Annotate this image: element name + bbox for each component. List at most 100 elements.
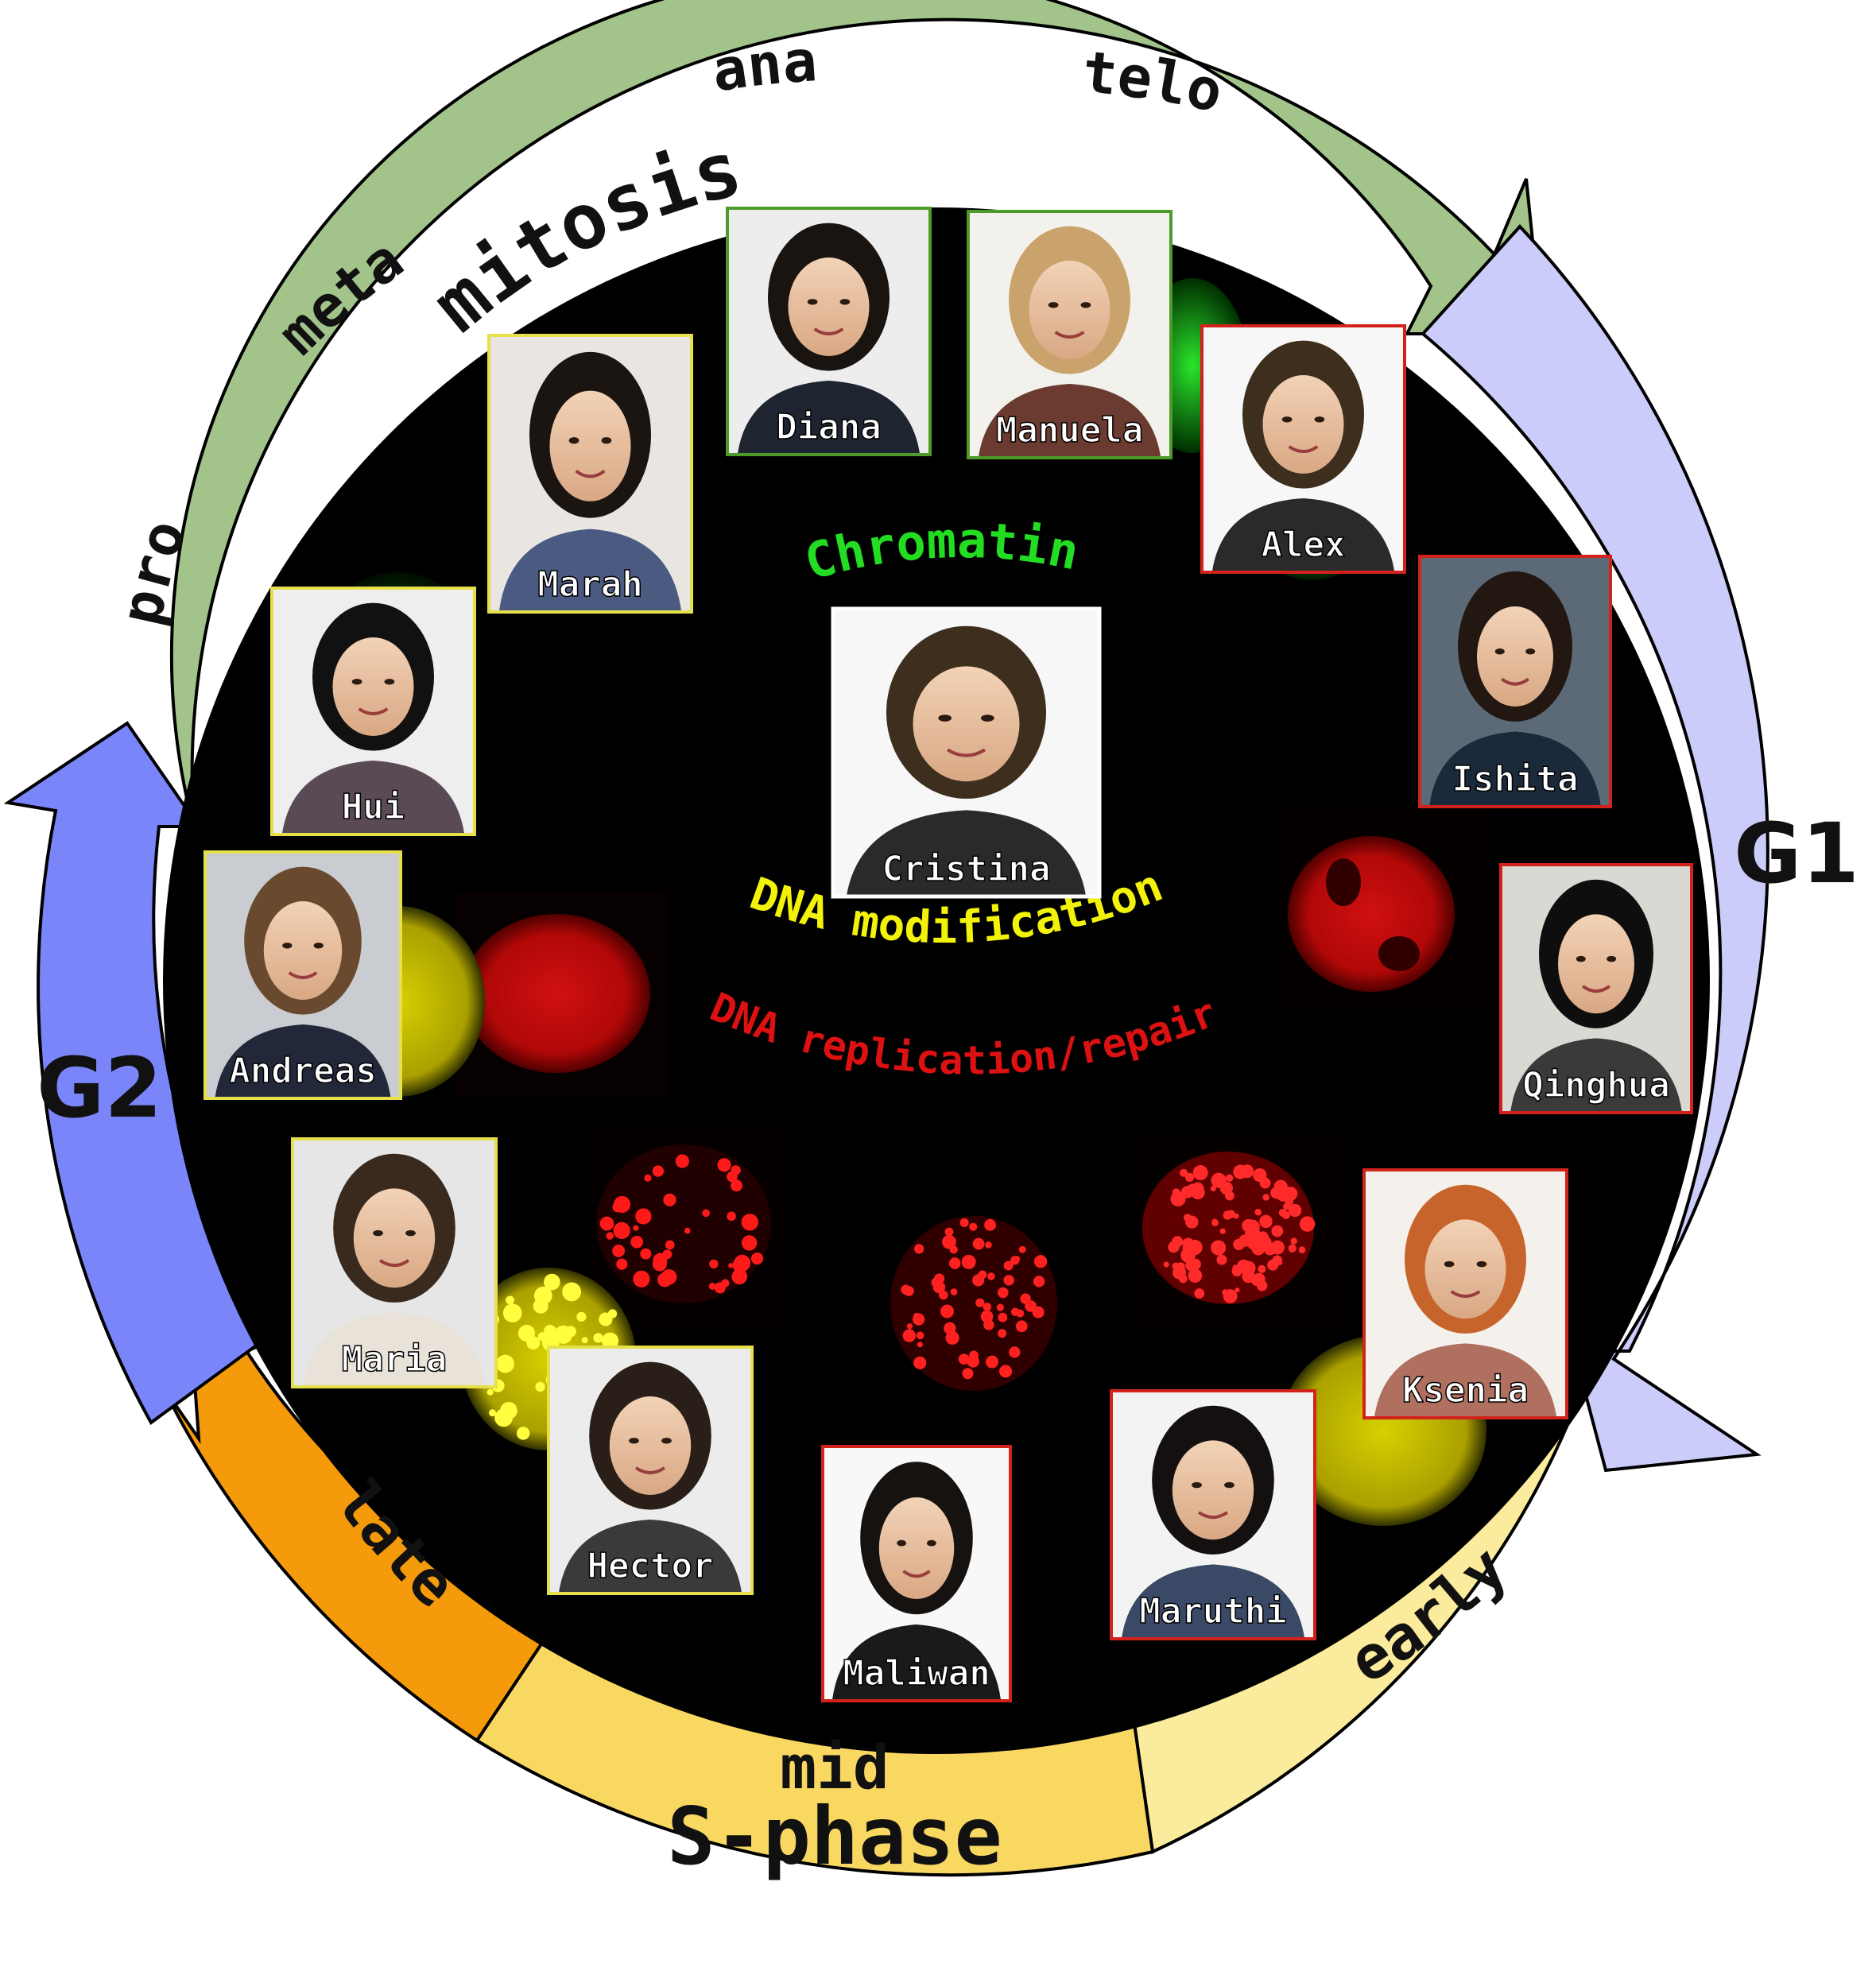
focus-dot xyxy=(916,1331,924,1340)
focus-dot xyxy=(1182,1237,1195,1250)
focus-dot xyxy=(1211,1240,1227,1256)
person-name: Maruthi xyxy=(1139,1591,1286,1632)
focus-dot xyxy=(1189,1258,1201,1270)
focus-dot xyxy=(1223,1289,1238,1303)
focus-dot xyxy=(731,1268,748,1285)
focus-dot xyxy=(932,1281,946,1294)
focus-dot xyxy=(1176,1262,1185,1271)
focus-dot xyxy=(1216,1254,1227,1265)
focus-dot xyxy=(652,1257,667,1272)
focus-dot xyxy=(985,1241,992,1249)
focus-dot xyxy=(644,1174,652,1182)
portrait-frame xyxy=(1200,324,1406,574)
focus-dot xyxy=(1232,1264,1238,1271)
focus-dot xyxy=(640,1248,652,1260)
person-name: Diana xyxy=(776,407,881,447)
focus-dot xyxy=(526,1336,541,1350)
focus-dot xyxy=(1033,1255,1048,1268)
portrait-frame xyxy=(831,606,1102,899)
focus-dot xyxy=(901,1284,911,1295)
focus-dot xyxy=(934,1273,945,1284)
focus-dot xyxy=(1238,1234,1251,1247)
focus-dot xyxy=(564,1326,576,1338)
focus-dot xyxy=(962,1368,974,1380)
focus-dot xyxy=(613,1222,630,1239)
portrait-andreas: Andreas xyxy=(203,850,402,1100)
portrait-frame xyxy=(291,1137,498,1388)
focus-dot xyxy=(1178,1274,1188,1284)
focus-dot xyxy=(488,1409,497,1417)
focus-dot xyxy=(984,1218,996,1231)
portrait-frame xyxy=(967,210,1172,459)
portrait-frame xyxy=(1418,555,1612,808)
focus-dot xyxy=(942,1234,956,1249)
focus-dot xyxy=(1170,1191,1186,1206)
focus-dot xyxy=(1219,1228,1226,1234)
focus-dot xyxy=(906,1323,913,1330)
focus-dot xyxy=(1253,1167,1267,1183)
portrait-frame xyxy=(1362,1168,1568,1419)
focus-dot xyxy=(606,1232,614,1240)
focus-dot xyxy=(633,1270,650,1288)
anaphase-label: ana xyxy=(707,27,819,104)
focus-dot xyxy=(913,1356,927,1369)
focus-dot xyxy=(613,1195,631,1214)
portrait-diana: Diana xyxy=(726,207,932,456)
person-name: Manuela xyxy=(996,410,1143,451)
focus-dot xyxy=(1224,1191,1235,1201)
focus-dot xyxy=(486,1388,494,1396)
red-nucleus xyxy=(463,914,650,1073)
focus-dot xyxy=(1210,1185,1216,1192)
portrait-frame xyxy=(203,850,402,1100)
focus-dot xyxy=(1190,1245,1200,1256)
portrait-frame xyxy=(270,587,476,836)
focus-dot xyxy=(1015,1320,1028,1333)
focus-dot xyxy=(1194,1288,1205,1299)
focus-dot xyxy=(662,1249,672,1260)
focus-dot xyxy=(721,1279,730,1288)
person-name: Maria xyxy=(342,1339,447,1380)
portrait-center: Cristina xyxy=(831,606,1102,899)
g1-label: G1 xyxy=(1734,805,1859,902)
person-name: Maliwan xyxy=(843,1653,990,1694)
focus-dot xyxy=(1184,1172,1195,1183)
focus-dot xyxy=(1253,1272,1266,1285)
portrait-hui: Hui xyxy=(270,587,476,836)
focus-dot xyxy=(961,1254,976,1269)
focus-dot xyxy=(1259,1214,1273,1229)
focus-dot xyxy=(601,1332,619,1349)
focus-dot xyxy=(502,1303,522,1323)
focus-dot xyxy=(544,1273,560,1291)
focus-dot xyxy=(998,1312,1008,1322)
person-name: Hector xyxy=(587,1546,714,1586)
focus-dot xyxy=(972,1237,985,1250)
focus-dot xyxy=(1254,1208,1262,1216)
focus-dot xyxy=(652,1165,665,1177)
focus-dot xyxy=(616,1258,628,1270)
focus-dot xyxy=(917,1342,923,1348)
focus-dot xyxy=(940,1304,954,1319)
focus-dot xyxy=(986,1355,998,1369)
mid-s-label: mid xyxy=(780,1732,889,1803)
focus-dot xyxy=(987,1272,995,1280)
focus-dot xyxy=(1290,1237,1297,1245)
focus-dot xyxy=(1168,1241,1180,1253)
focus-dot xyxy=(663,1193,676,1206)
focus-dot xyxy=(562,1282,582,1302)
focus-dot xyxy=(702,1209,710,1218)
focus-dot xyxy=(741,1235,758,1251)
focus-dot xyxy=(500,1401,517,1419)
focus-dot xyxy=(1016,1309,1025,1318)
nuclei-images xyxy=(310,278,1486,1526)
nuclear-foci xyxy=(471,1154,1316,1440)
portrait-alex: Alex xyxy=(1200,324,1406,574)
focus-dot xyxy=(1281,1210,1290,1220)
portrait-frame xyxy=(1110,1389,1316,1640)
g1-segment xyxy=(1421,224,1769,1473)
portrait-frame xyxy=(487,334,693,614)
focus-dot xyxy=(741,1214,758,1231)
focus-dot xyxy=(1270,1187,1282,1199)
focus-dot xyxy=(599,1216,614,1231)
